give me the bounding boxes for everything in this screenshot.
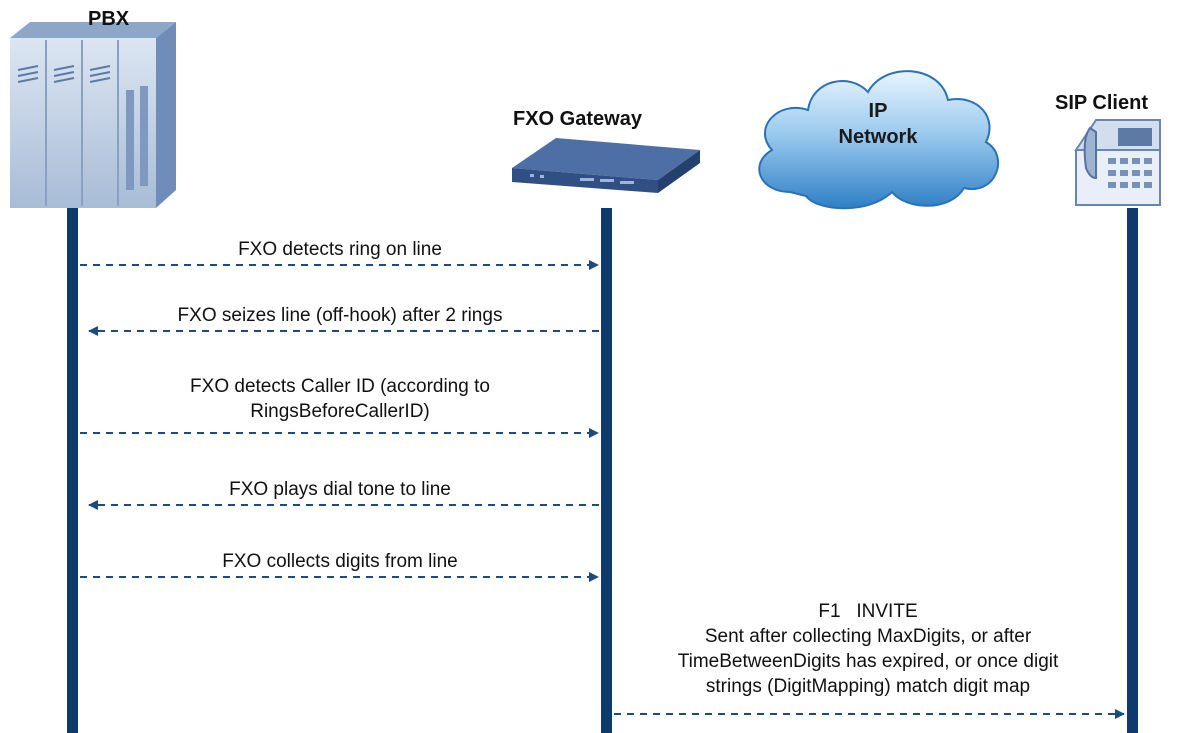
pbx-lifeline [67,208,78,733]
pbx-label: PBX [88,8,130,30]
sip-client-label: SIP Client [1055,92,1148,114]
cloud-icon [758,70,1000,210]
message-label-ring-detect: FXO detects ring on line [80,237,600,262]
network-label-line1: IP [868,100,888,122]
message-line: strings (DigitMapping) match digit map [705,676,1031,697]
message-label-collect-digits: FXO collects digits from line [80,549,600,574]
message-label-seize-line: FXO seizes line (off-hook) after 2 rings [80,303,600,328]
message-line: FXO detects ring on line [238,239,442,260]
message-line: FXO seizes line (off-hook) after 2 rings [177,305,503,326]
message-line: F1 INVITE [818,601,918,622]
sip-client-lifeline [1127,208,1138,733]
network-label: IP Network [818,98,938,150]
network-label-line2: Network [838,126,918,148]
pbx-icon [10,22,176,208]
message-line: FXO collects digits from line [222,551,458,572]
gateway-label: FXO Gateway [513,108,642,130]
message-line: RingsBeforeCallerID) [250,401,430,422]
message-label-invite: F1 INVITE Sent after collecting MaxDigit… [612,599,1124,699]
gateway-device-icon [512,138,700,193]
message-line: FXO plays dial tone to line [229,479,451,500]
message-label-dial-tone: FXO plays dial tone to line [80,477,600,502]
message-line: TimeBetweenDigits has expired, or once d… [677,651,1059,672]
message-line: FXO detects Caller ID (according to [190,376,490,397]
message-label-caller-id: FXO detects Caller ID (according to Ring… [80,374,600,424]
gateway-lifeline [601,208,612,733]
message-line: Sent after collecting MaxDigits, or afte… [704,626,1032,647]
phone-icon [1074,119,1161,206]
